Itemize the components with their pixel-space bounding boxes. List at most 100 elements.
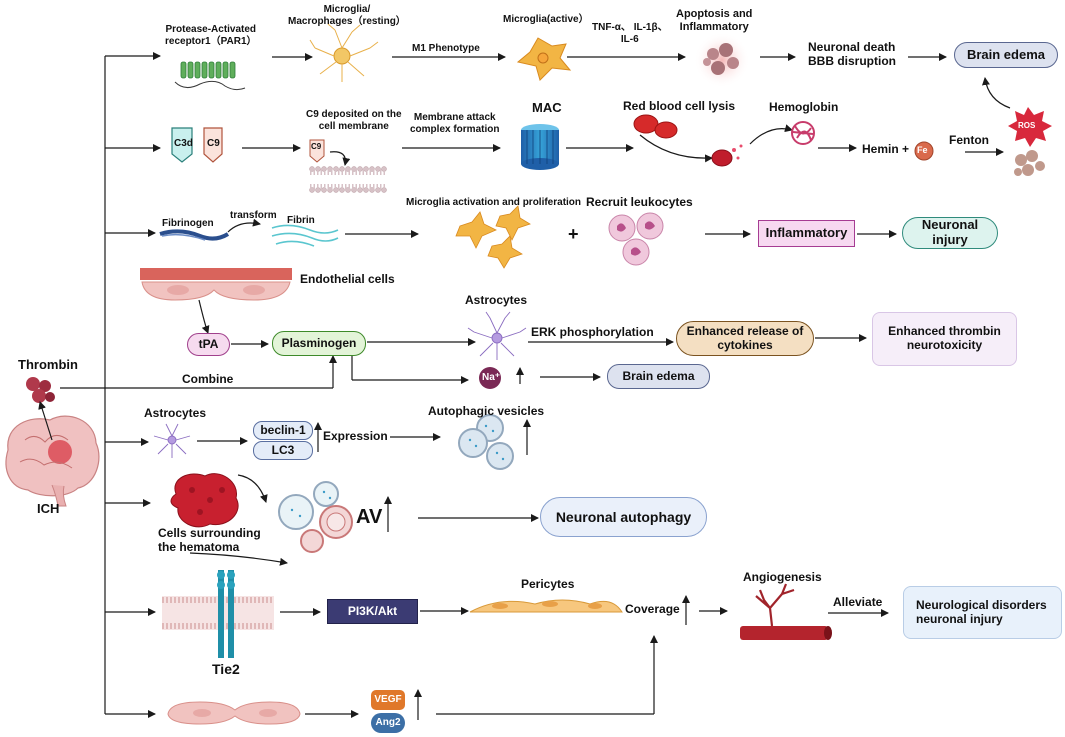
hemoglobin-label: Hemoglobin <box>769 100 839 114</box>
plus-label: + <box>568 224 579 244</box>
ang2-text: Ang2 <box>375 717 401 729</box>
microglia-active-label: Microglia(active） <box>503 14 589 25</box>
pericytes-icon <box>469 599 623 613</box>
astrocyte-small-icon <box>153 423 191 458</box>
combine-label: Combine <box>182 372 234 386</box>
ich-label: ICH <box>37 501 60 516</box>
c9-label: C9 <box>207 138 220 149</box>
coverage-label: Coverage <box>625 602 680 616</box>
hemin-label: Hemin + <box>862 142 910 156</box>
cytokine-release-box: Enhanced release of cytokines <box>676 321 814 356</box>
plasminogen-text: Plasminogen <box>281 335 357 350</box>
ros-burst-icon <box>1008 107 1052 176</box>
thrombin-molecules-icon <box>26 377 55 403</box>
rbc-lysis-label: Red blood cell lysis <box>623 99 736 113</box>
m1-phenotype-label: M1 Phenotype <box>412 43 480 54</box>
endothelial-cells-bottom-icon <box>167 701 301 725</box>
astrocytes-label-2: Astrocytes <box>144 406 207 420</box>
ang2-box: Ang2 <box>371 713 405 733</box>
leukocytes-cluster-icon <box>608 212 664 266</box>
mac-label: MAC <box>532 100 562 115</box>
vegf-box: VEGF <box>371 690 405 710</box>
pi3k-akt-text: PI3K/Akt <box>347 603 398 618</box>
connector-lines <box>60 52 1011 720</box>
microglia-resting-icon <box>309 23 379 82</box>
beclin-box: beclin-1 <box>253 421 313 440</box>
fibrinogen-label: Fibrinogen <box>162 218 214 229</box>
neuronal-autophagy-text: Neuronal autophagy <box>555 508 692 525</box>
tie2-label: Tie2 <box>212 661 240 677</box>
c3d-label: C3d <box>174 138 193 149</box>
activated-microglia-cluster-icon <box>455 205 531 269</box>
tie2-membrane-icon <box>162 570 274 658</box>
pericytes-label: Pericytes <box>521 577 575 591</box>
c9-small-label: C9 <box>311 142 322 151</box>
hematoma-label: Cells surrounding the hematoma <box>158 526 261 554</box>
lc3-text: LC3 <box>271 442 295 457</box>
thrombin-toxicity-text: Enhanced thrombin neurotoxicity <box>888 324 1001 352</box>
ros-label: ROS <box>1018 121 1036 130</box>
plasminogen-box: Plasminogen <box>272 331 366 356</box>
brain-edema-box: Brain edema <box>954 42 1058 68</box>
lc3-box: LC3 <box>253 441 313 460</box>
tpa-text: tPA <box>198 336 219 351</box>
brain-edema-text-2: Brain edema <box>622 368 695 383</box>
fe-label: Fe <box>917 145 928 155</box>
beclin-text: beclin-1 <box>260 422 306 437</box>
neuronal-injury-text: Neuronal injury <box>921 217 979 247</box>
endothelial-cells-icon <box>140 268 292 301</box>
brain-edema-text: Brain edema <box>966 46 1046 62</box>
transform-label: transform <box>230 210 277 221</box>
sodium-label: Na⁺ <box>482 372 501 383</box>
recruit-leukocytes-label: Recruit leukocytes <box>586 195 693 209</box>
vegf-text: VEGF <box>374 694 402 706</box>
erk-label: ERK phosphorylation <box>531 325 654 339</box>
sodium-ion-icon <box>479 367 501 389</box>
expression-label: Expression <box>323 429 388 443</box>
brain-edema-box-2: Brain edema <box>607 364 710 389</box>
fibrinogen-icon <box>159 229 230 241</box>
neuronal-death-label: Neuronal death BBB disruption <box>808 40 896 68</box>
fe-ion-icon <box>914 141 934 161</box>
c3d-c9-icons <box>171 127 223 163</box>
microglia-resting-label: Microglia/ Macrophages（resting） <box>288 4 406 27</box>
cytokines-label: TNF-α、 IL-1β、 IL-6 <box>592 22 668 45</box>
par1-label: Protease-Activated receptor1（PAR1） <box>165 24 257 47</box>
neurological-disorders-box: Neurological disorders neuronal injury <box>903 586 1062 639</box>
tpa-box: tPA <box>187 333 230 356</box>
angiogenesis-label: Angiogenesis <box>743 570 822 584</box>
endothelial-label: Endothelial cells <box>300 272 395 286</box>
inflammatory-box: Inflammatory <box>758 220 855 247</box>
apoptosis-cell-icon <box>694 32 750 88</box>
membrane-c9-icon <box>309 139 387 193</box>
astrocyte-icon <box>467 311 527 360</box>
pi3k-akt-box: PI3K/Akt <box>327 599 418 624</box>
inflammatory-text: Inflammatory <box>765 225 848 241</box>
brain-ich-icon <box>5 401 100 507</box>
neuronal-autophagy-box: Neuronal autophagy <box>540 497 707 537</box>
neuronal-injury-box: Neuronal injury <box>902 217 998 249</box>
astrocytes-label: Astrocytes <box>465 293 528 307</box>
alleviate-label: Alleviate <box>833 595 883 609</box>
mac-complex-icon <box>521 124 559 170</box>
red-blood-cells-icon <box>633 114 743 167</box>
thrombin-label: Thrombin <box>18 357 78 372</box>
fibrin-strands-icon <box>271 224 339 247</box>
thrombin-toxicity-box: Enhanced thrombin neurotoxicity <box>872 312 1017 366</box>
fibrin-label: Fibrin <box>287 215 315 226</box>
par1-receptor-icon <box>174 61 246 91</box>
neurological-disorders-text: Neurological disorders neuronal injury <box>916 597 1047 626</box>
hemoglobin-icon <box>791 121 815 145</box>
c9-deposited-label: C9 deposited on the cell membrane <box>306 109 402 132</box>
autophagic-vesicles-icon <box>458 414 514 470</box>
autophagic-vesicles-label: Autophagic vesicles <box>428 404 545 418</box>
mac-formation-label: Membrane attack complex formation <box>410 112 500 135</box>
av-label: AV <box>356 506 383 528</box>
fenton-label: Fenton <box>949 133 989 147</box>
angiogenesis-vessel-icon <box>740 583 832 640</box>
microglia-activation-label: Microglia activation and proliferation <box>406 197 582 208</box>
hematoma-icon <box>170 473 239 528</box>
apoptosis-label: Apoptosis and Inflammatory <box>676 8 753 33</box>
cytokine-release-text: Enhanced release of cytokines <box>686 323 804 352</box>
